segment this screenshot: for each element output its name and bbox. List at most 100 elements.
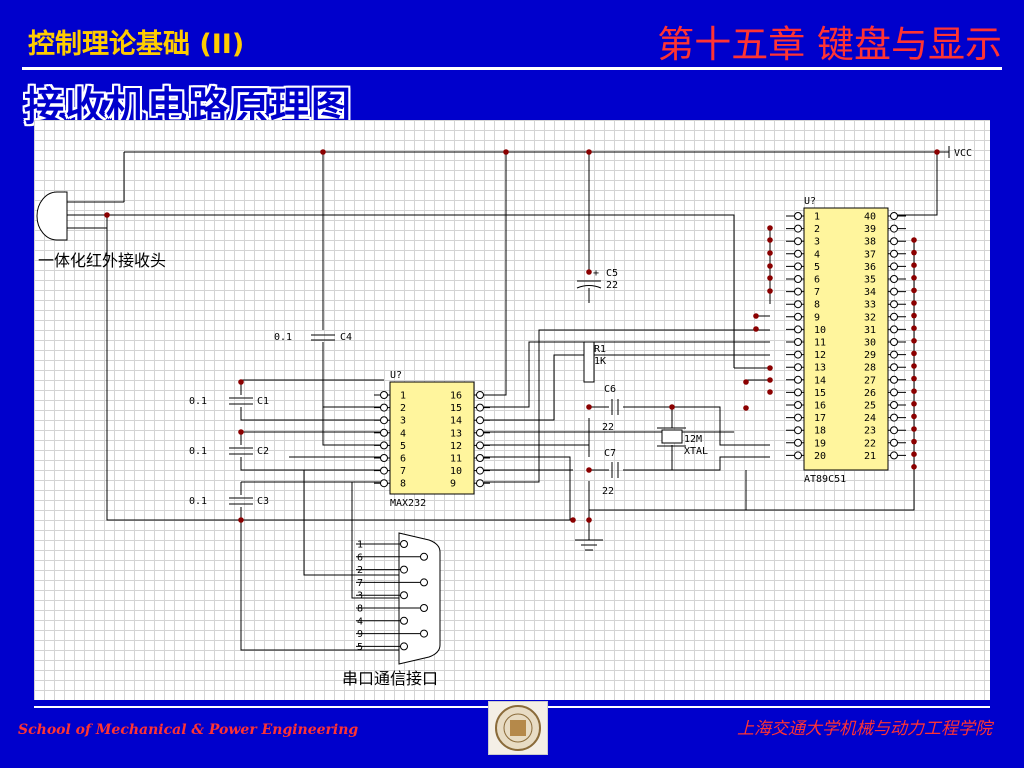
mcu-right-number: 21 [864, 451, 876, 462]
mcu-left-number: 5 [814, 262, 820, 273]
mcu-left-pin [794, 363, 802, 372]
db9-connector-icon [398, 532, 441, 665]
c5-polarity: + [593, 268, 599, 279]
junction-dot [911, 325, 917, 331]
junction-dot [911, 375, 917, 382]
max232-right-pin [476, 454, 484, 462]
db9-pin-number: 8 [357, 604, 363, 615]
db9-pin [400, 642, 408, 651]
school-english-name: School of Mechanical & Power Engineering [18, 722, 359, 738]
schematic-panel: VCC 一体化红外接收头 0.1 C4 0.1 C1 0.1 C2 0.1 C3… [34, 120, 990, 700]
junction-dot [586, 149, 592, 155]
max232-left-number: 6 [400, 454, 406, 465]
max232-left-number: 4 [400, 428, 406, 439]
ir-receiver-label: 一体化红外接收头 [38, 251, 166, 270]
c7-value: 22 [602, 486, 614, 497]
c3-name: C3 [257, 496, 269, 507]
mcu-left-number: 10 [814, 325, 826, 336]
junction-dot [911, 401, 917, 407]
junction-dot [320, 149, 326, 155]
junction-dot [911, 312, 917, 319]
junction-dot [911, 413, 917, 420]
mcu-left-number: 18 [814, 426, 826, 437]
c1-value: 0.1 [189, 396, 207, 407]
mcu-left-pin [794, 426, 802, 435]
mcu-right-pin [890, 451, 898, 460]
xtal-name: 12M [684, 434, 702, 445]
junction-dot [586, 269, 592, 275]
db9-pin [400, 591, 408, 600]
mcu-left-number: 14 [814, 375, 826, 386]
mcu-right-pin [890, 438, 898, 447]
mcu-right-pin [890, 224, 898, 233]
max232-right-number: 10 [450, 466, 462, 477]
c5-name: C5 [606, 268, 618, 279]
junction-dot [911, 388, 917, 395]
junction-dot [911, 426, 917, 432]
mcu-left-pin [794, 451, 802, 460]
mcu-left-pin [794, 262, 802, 271]
junction-dot [503, 149, 509, 155]
db9-pin-number: 1 [357, 540, 363, 551]
mcu-left-number: 13 [814, 363, 826, 374]
max232-left-number: 8 [400, 479, 406, 490]
mcu-right-number: 31 [864, 325, 876, 336]
mcu-right-number: 29 [864, 350, 876, 361]
max232-right-pin [476, 428, 484, 437]
mcu-left-number: 19 [814, 438, 826, 449]
junction-dot [767, 275, 773, 281]
mcu-right-number: 39 [864, 224, 876, 235]
mcu-left-number: 3 [814, 237, 820, 248]
junction-dot [586, 467, 592, 473]
junction-dot [586, 404, 592, 410]
mcu-right-number: 24 [864, 413, 876, 424]
junction-dot [767, 225, 773, 231]
max232-left-number: 1 [400, 391, 406, 402]
header-divider [22, 67, 1002, 70]
mcu-right-pin [890, 325, 898, 334]
mcu-right-number: 32 [864, 312, 876, 323]
max232-left-number: 5 [400, 441, 406, 452]
r1-name: R1 [594, 344, 606, 355]
junction-dot [911, 300, 917, 306]
mcu-left-pin [794, 212, 802, 220]
mcu-right-pin [890, 426, 898, 435]
c5-value: 22 [606, 280, 618, 291]
junction-dot [767, 377, 773, 383]
max232-left-number: 3 [400, 416, 406, 427]
junction-dot [767, 288, 773, 294]
mcu-left-pin [794, 237, 802, 246]
mcu-right-number: 26 [864, 388, 876, 399]
mcu-right-pin [890, 262, 898, 271]
mcu-name: AT89C51 [804, 474, 846, 485]
school-chinese-name: 上海交通大学机械与动力工程学院 [737, 719, 992, 739]
mcu-left-pin [794, 388, 802, 397]
course-title: 控制理论基础 (II) [28, 29, 245, 60]
junction-dot [767, 263, 773, 269]
c1-name: C1 [257, 396, 269, 407]
max232-name: MAX232 [390, 498, 426, 509]
max232-right-number: 15 [450, 403, 462, 414]
mcu-left-number: 17 [814, 413, 826, 424]
at89c51-chip [803, 207, 889, 471]
junction-dot [911, 363, 917, 369]
mcu-right-pin [890, 350, 898, 359]
mcu-right-number: 37 [864, 249, 876, 260]
max232-left-pin [380, 428, 388, 437]
mcu-left-number: 15 [814, 388, 826, 399]
junction-dot [238, 379, 244, 385]
max232-right-pin [476, 391, 484, 399]
junction-dot [743, 379, 749, 385]
mcu-left-number: 9 [814, 312, 820, 323]
mcu-right-number: 38 [864, 237, 876, 248]
junction-dot [767, 250, 773, 256]
max232-left-number: 2 [400, 403, 406, 414]
junction-dot [911, 451, 917, 458]
mcu-left-number: 4 [814, 249, 820, 260]
mcu-left-pin [794, 275, 802, 283]
junction-dot [767, 365, 773, 371]
university-seal-icon [488, 701, 548, 755]
mcu-right-pin [890, 237, 898, 246]
mcu-right-number: 28 [864, 363, 876, 374]
db9-pin-number: 4 [357, 616, 363, 627]
